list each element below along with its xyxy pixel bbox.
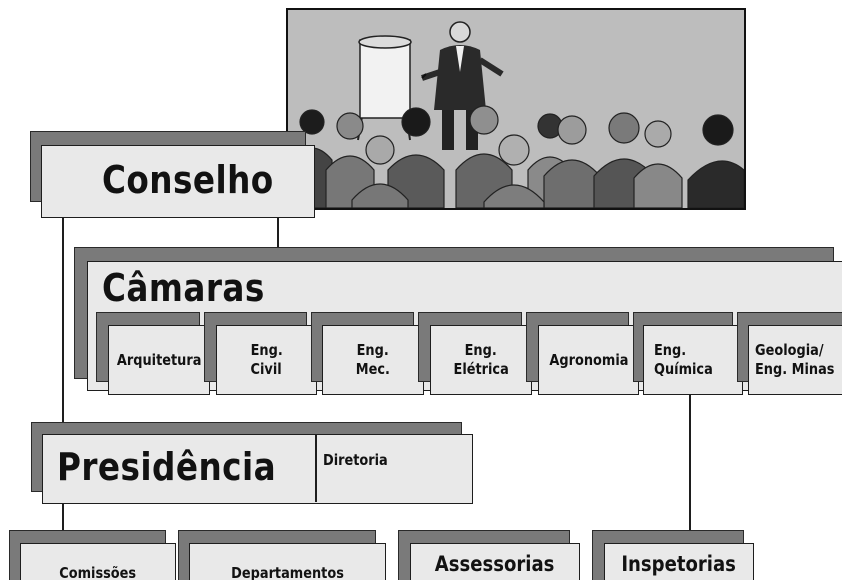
connector-presidencia-comissoes — [62, 504, 64, 530]
camara-eng-civil-line2: Civil — [250, 360, 283, 378]
camara-geologia-line1: Geologia/ — [755, 341, 824, 359]
departamentos-label: Departamentos — [231, 564, 344, 580]
camara-eng-mec: Eng. Mec. — [322, 325, 424, 395]
camara-eng-mec-line1: Eng. — [356, 341, 390, 359]
camaras-label: Câmaras — [102, 266, 265, 310]
presidencia-box: Presidência Diretoria — [42, 434, 473, 504]
camara-agronomia: Agronomia — [538, 325, 639, 395]
camara-eng-civil: Eng. Civil — [216, 325, 317, 395]
camara-eng-quimica-line2: Química — [654, 360, 713, 378]
flip-chart-icon — [357, 35, 412, 141]
departamentos-box: Departamentos — [189, 543, 386, 580]
camara-eng-mec-line2: Mec. — [355, 360, 391, 378]
presentation-meeting-icon — [288, 10, 744, 208]
connector-quimica-inspetorias — [689, 395, 691, 530]
connector-conselho-presidencia — [62, 218, 64, 422]
camara-eng-quimica-line1: Eng. — [654, 341, 687, 359]
comissoes-box: Comissões — [20, 543, 176, 580]
camara-geologia-eng-minas: Geologia/ Eng. Minas — [748, 325, 842, 395]
presidencia-divider — [315, 435, 317, 502]
connector-conselho-camaras — [277, 218, 279, 247]
assessorias-box: Assessorias — [410, 543, 580, 580]
diretoria-label: Diretoria — [323, 451, 388, 469]
conselho-box: Conselho — [41, 145, 315, 218]
presenter-icon — [421, 21, 504, 150]
assessorias-label: Assessorias — [435, 552, 555, 576]
camara-eng-eletrica-line2: Elétrica — [453, 360, 509, 378]
presentation-illustration — [286, 8, 746, 210]
camara-agronomia-label: Agronomia — [548, 350, 629, 369]
camara-arquitetura-label: Arquitetura — [116, 350, 202, 369]
inspetorias-label: Inspetorias — [621, 552, 737, 576]
conselho-label: Conselho — [102, 158, 274, 202]
camara-eng-eletrica: Eng. Elétrica — [430, 325, 532, 395]
camara-geologia-line2: Eng. Minas — [755, 360, 835, 378]
inspetorias-box: Inspetorias — [604, 543, 754, 580]
camara-eng-civil-line1: Eng. — [250, 341, 283, 359]
audience-icon — [291, 105, 744, 208]
camara-arquitetura: Arquitetura — [108, 325, 210, 395]
camara-eng-eletrica-line1: Eng. — [464, 341, 498, 359]
camara-eng-quimica: Eng. Química — [643, 325, 743, 395]
presidencia-label: Presidência — [57, 445, 277, 489]
comissoes-label: Comissões — [59, 564, 137, 580]
